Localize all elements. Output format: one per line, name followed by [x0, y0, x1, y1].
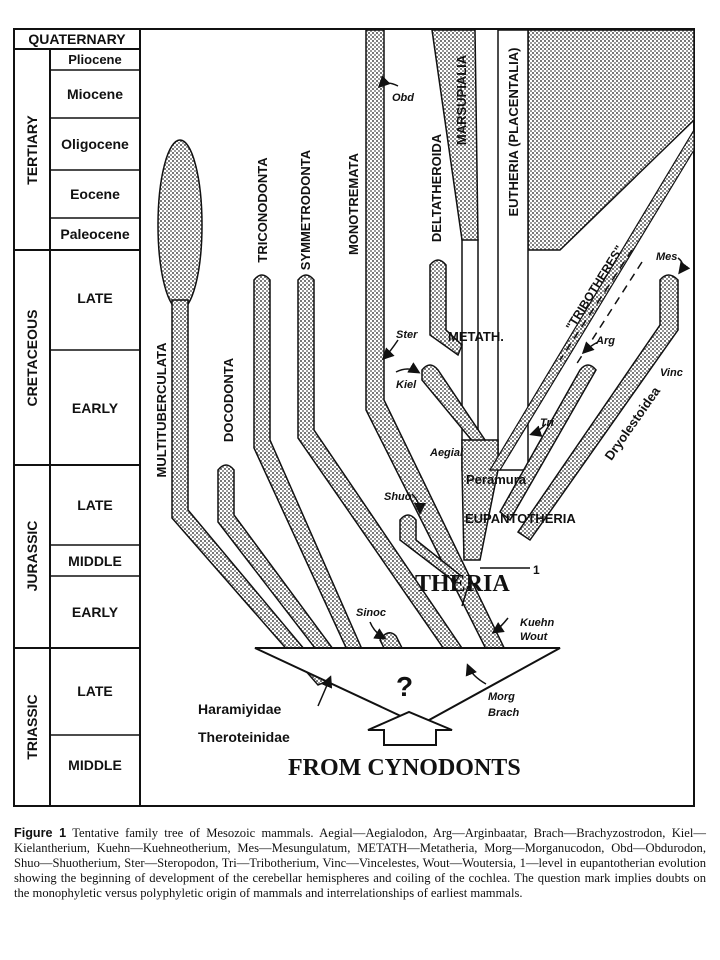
label-symmetrodonta: SYMMETRODONTA [298, 149, 313, 270]
deltatheroida-branch [429, 259, 463, 357]
taxon-morg: Morg [488, 691, 515, 703]
caption-label: Figure 1 [14, 826, 67, 840]
period-tertiary: TERTIARY [24, 115, 40, 185]
crown-wedges [431, 29, 695, 471]
label-theria: THERIA [415, 571, 510, 597]
theria-level-marker: 1 [533, 563, 540, 577]
epoch-jur-middle: MIDDLE [68, 553, 122, 569]
label-eutheria: EUTHERIA (PLACENTALIA) [506, 48, 521, 217]
epoch-jur-late: LATE [77, 497, 113, 513]
figure-frame [13, 28, 695, 807]
taxon-obd: Obd [392, 92, 414, 104]
dryolestoidea-branch [516, 274, 679, 542]
taxon-shuo: Shuo [384, 491, 412, 503]
label-monotremata: MONOTREMATA [346, 152, 361, 255]
label-multituberculata: MULTITUBERCULATA [154, 342, 169, 478]
taxon-mes: Mes [656, 251, 677, 263]
epoch-paleocene: Paleocene [60, 226, 129, 242]
label-deltatheroida: DELTATHEROIDA [429, 133, 444, 242]
phylogeny-figure: QUATERNARY TERTIARY Pliocene Miocene Oli… [13, 28, 695, 807]
taxon-arg: Arg [595, 335, 615, 347]
taxon-kuehn: Kuehn [520, 617, 555, 629]
tri-branch [499, 364, 597, 522]
taxon-vinc: Vinc [660, 367, 683, 379]
epoch-cret-late: LATE [77, 290, 113, 306]
epoch-tri-middle: MIDDLE [68, 757, 122, 773]
epoch-oligocene: Oligocene [61, 136, 129, 152]
label-triconodonta: TRICONODONTA [255, 157, 270, 263]
period-cretaceous: CRETACEOUS [24, 310, 40, 407]
time-scale: QUATERNARY TERTIARY Pliocene Miocene Oli… [14, 29, 141, 806]
taxon-wout: Wout [520, 631, 549, 643]
multituberculata-bulb [157, 139, 203, 311]
taxon-aegial: Aegial [429, 447, 464, 459]
label-haramiyidae: Haramiyidae [198, 701, 281, 717]
eutheria-diagonal [488, 127, 695, 471]
taxon-sinoc: Sinoc [356, 607, 386, 619]
epoch-miocene: Miocene [67, 86, 123, 102]
label-eupantotheria: EUPANTOTHERIA [465, 511, 576, 526]
label-tribotheres: "TRIBOTHERES" [563, 243, 626, 333]
caption-text: Tentative family tree of Mesozoic mammal… [14, 826, 706, 900]
label-docodonta: DOCODONTA [221, 357, 236, 442]
epoch-cret-early: EARLY [72, 400, 119, 416]
shuo-branch [399, 514, 462, 584]
origin-question-mark: ? [396, 671, 413, 702]
epoch-jur-early: EARLY [72, 604, 119, 620]
label-theroteinidae: Theroteinidae [198, 729, 290, 745]
origin-triangle [254, 647, 561, 727]
taxon-tri: Tri [540, 417, 555, 429]
period-jurassic: JURASSIC [24, 521, 40, 592]
tribotheres-dash-1 [559, 249, 633, 361]
epoch-eocene: Eocene [70, 186, 120, 202]
sinoc-branch [379, 632, 404, 649]
eutheria-wedge [527, 29, 695, 251]
label-metath: METATH. [448, 329, 504, 344]
pointer-arrows [317, 75, 691, 707]
figure-caption: Figure 1 Tentative family tree of Mesozo… [14, 826, 706, 901]
taxon-kiel: Kiel [396, 379, 417, 391]
era-quaternary: QUATERNARY [28, 31, 126, 47]
label-from-cynodonts: FROM CYNODONTS [288, 755, 521, 781]
period-triassic: TRIASSIC [24, 694, 40, 759]
cynodont-arrow [367, 710, 453, 746]
theria-trunk [461, 439, 499, 561]
label-peramura: Peramura [466, 472, 527, 487]
epoch-pliocene: Pliocene [68, 52, 121, 67]
epoch-tri-late: LATE [77, 683, 113, 699]
taxon-brach: Brach [488, 707, 519, 719]
taxon-ster: Ster [396, 329, 418, 341]
label-marsupialia: MARSUPIALIA [454, 54, 469, 145]
